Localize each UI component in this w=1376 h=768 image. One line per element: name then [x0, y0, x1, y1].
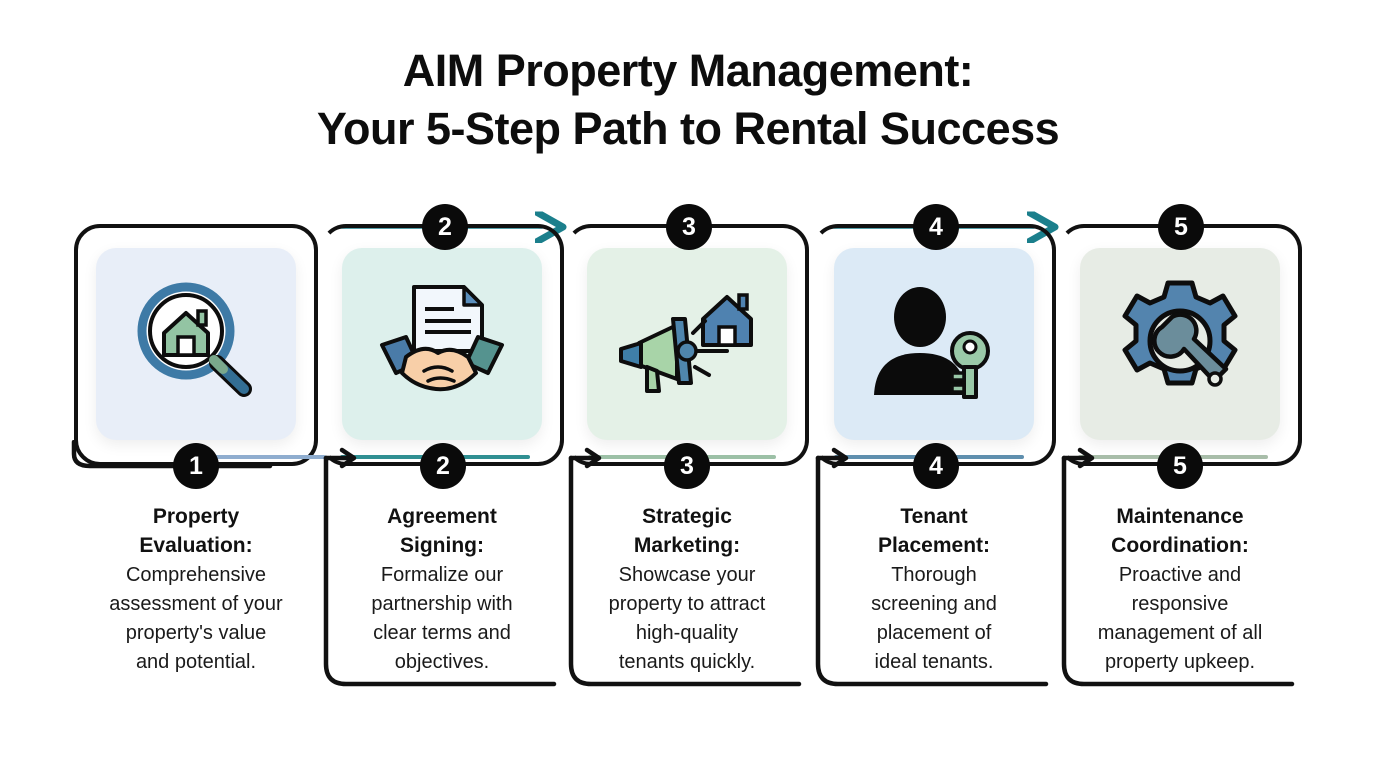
bracket-step-3 [568, 447, 802, 687]
step-4-text: Tenant Placement: Thorough screening and… [812, 502, 1056, 677]
step-4-description: Thorough screening and placement of idea… [871, 564, 997, 673]
step-3-text: Strategic Marketing: Showcase your prope… [565, 502, 809, 677]
step-badge-2: 2 [420, 443, 466, 489]
step-badge-3: 3 [664, 443, 710, 489]
page-title-line-2: Your 5-Step Path to Rental Success [316, 103, 1060, 154]
top-badge-5: 5 [1158, 204, 1204, 250]
megaphone-house-icon [619, 293, 753, 393]
step-5-icon-tile [1080, 248, 1280, 440]
step-badge-5: 5 [1157, 443, 1203, 489]
bracket-step-5 [1061, 447, 1295, 687]
step-2-title: Agreement Signing: [387, 505, 497, 557]
step-5-text: Maintenance Coordination: Proactive and … [1058, 502, 1302, 677]
step-4-title: Tenant Placement: [877, 505, 991, 557]
gear-wrench-icon [1122, 280, 1238, 387]
bracket-step-2 [323, 447, 557, 687]
top-badge-4: 4 [913, 204, 959, 250]
top-badge-3: 3 [666, 204, 712, 250]
step-2-description: Formalize our partnership with clear ter… [371, 564, 513, 673]
step-5-description: Proactive and responsive management of a… [1097, 564, 1263, 673]
step-2-icon-tile [342, 248, 542, 440]
step-5-title: Maintenance Coordination: [1111, 505, 1249, 557]
bracket-step-4 [815, 447, 1049, 687]
magnifier-house-icon [137, 282, 252, 397]
step-1-icon-tile [96, 248, 296, 440]
step-3-title: Strategic Marketing: [633, 505, 741, 557]
page-title-line-1: AIM Property Management: [402, 45, 974, 96]
handshake-document-icon [380, 285, 504, 392]
step-1-text: Property Evaluation: Comprehensive asses… [74, 502, 318, 677]
step-4-icon-tile [834, 248, 1034, 440]
top-badge-2: 2 [422, 204, 468, 250]
bracket-step-1 [71, 440, 273, 469]
page-title: AIM Property Management: Your 5-Step Pat… [0, 42, 1376, 158]
step-badge-1: 1 [173, 443, 219, 489]
step-2-text: Agreement Signing: Formalize our partner… [320, 502, 564, 677]
step-1-title: Property Evaluation: [139, 505, 253, 557]
tenant-key-icon [874, 287, 990, 399]
step-badge-4: 4 [913, 443, 959, 489]
step-1-description: Comprehensive assessment of your propert… [109, 564, 283, 673]
step-3-icon-tile [587, 248, 787, 440]
step-3-description: Showcase your property to attract high-q… [608, 564, 766, 673]
step-1-underline [196, 455, 326, 459]
